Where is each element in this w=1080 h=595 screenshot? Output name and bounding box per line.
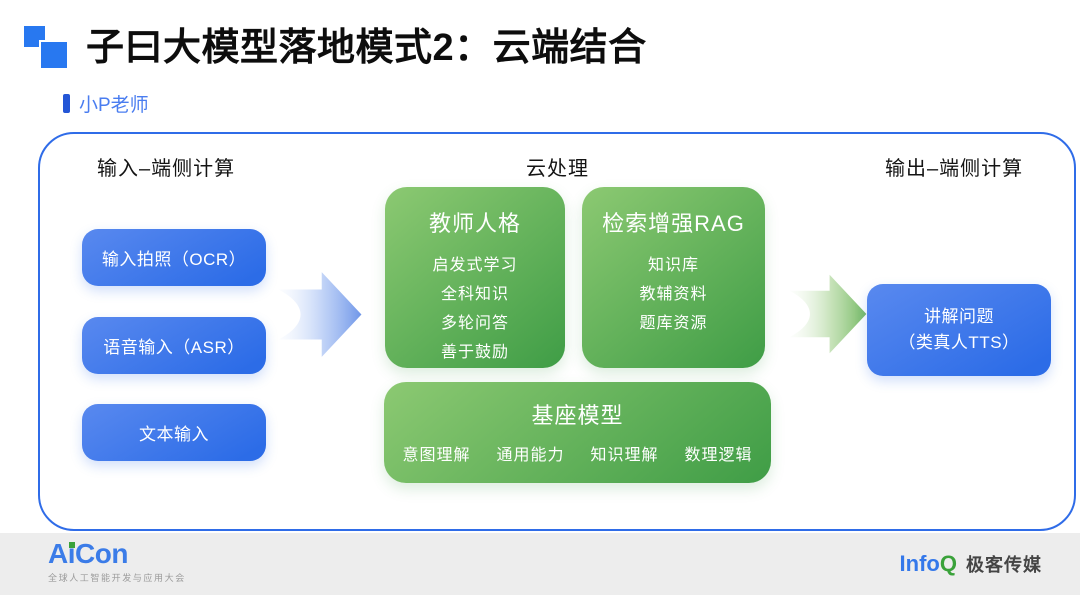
list-item: 善于鼓励: [440, 344, 509, 361]
output-node-tts: 讲解问题 （类真人TTS）: [867, 284, 1051, 376]
teacher-persona-title: 教师人格: [428, 211, 521, 236]
bullet-square-big: [41, 42, 67, 68]
infoq-wordmark-q: Q: [939, 551, 957, 576]
input-node-asr: 语音输入（ASR）: [82, 317, 266, 374]
subtitle-bar-icon: [63, 94, 70, 113]
output-section-header: 输出–端侧计算: [885, 158, 1024, 180]
footer-bar: AiCon 全球人工智能开发与应用大会 Info Q 极客传媒: [0, 533, 1080, 595]
rag-box: 检索增强RAG 知识库 教辅资料 题库资源: [582, 187, 765, 368]
input-node-ocr: 输入拍照（OCR）: [82, 229, 266, 286]
input-section-header: 输入–端侧计算: [97, 158, 236, 180]
base-model-capabilities: 意图理解 通用能力 知识理解 数理逻辑: [384, 441, 771, 465]
teacher-persona-list: 启发式学习 全科知识 多轮问答 善于鼓励: [385, 251, 565, 367]
cloud-to-output-arrow-icon: [789, 274, 867, 354]
output-node-line1: 讲解问题: [924, 307, 994, 326]
base-model-title: 基座模型: [531, 403, 624, 428]
rag-title: 检索增强RAG: [602, 211, 745, 236]
infoq-brand-label: 极客传媒: [966, 555, 1042, 575]
list-item: 题库资源: [639, 315, 708, 332]
aicon-tagline: 全球人工智能开发与应用大会: [48, 573, 186, 583]
list-item: 教辅资料: [639, 286, 708, 303]
list-item: 通用能力: [496, 447, 565, 464]
flow-diagram-container: 输入–端侧计算 云处理 输出–端侧计算 输入拍照（OCR） 语音输入（ASR） …: [38, 132, 1076, 531]
list-item: 多轮问答: [440, 315, 509, 332]
teacher-persona-box: 教师人格 启发式学习 全科知识 多轮问答 善于鼓励: [385, 187, 565, 368]
infoq-wordmark-info: Info: [899, 551, 940, 576]
list-item: 数理逻辑: [684, 447, 753, 464]
page-title: 子曰大模型落地模式2：云端结合: [86, 27, 647, 69]
list-item: 意图理解: [402, 447, 471, 464]
subtitle: 小P老师: [63, 90, 149, 117]
aicon-green-dot-icon: [69, 542, 75, 548]
infoq-logo: Info Q 极客传媒: [900, 533, 1042, 595]
aicon-logo: AiCon 全球人工智能开发与应用大会: [48, 540, 186, 584]
input-node-text: 文本输入: [82, 404, 266, 461]
base-model-box: 基座模型 意图理解 通用能力 知识理解 数理逻辑: [384, 382, 771, 483]
list-item: 知识理解: [590, 447, 659, 464]
output-node-line2: （类真人TTS）: [898, 333, 1020, 352]
aicon-wordmark: AiCon: [48, 538, 128, 569]
subtitle-label: 小P老师: [79, 95, 149, 116]
list-item: 全科知识: [440, 286, 509, 303]
rag-list: 知识库 教辅资料 题库资源: [582, 251, 765, 338]
bullet-square-small: [24, 26, 45, 47]
list-item: 启发式学习: [432, 257, 518, 274]
cloud-section-header: 云处理: [526, 158, 589, 180]
input-to-cloud-arrow-icon: [278, 272, 362, 357]
title-bullet-icon: [24, 26, 70, 72]
list-item: 知识库: [647, 257, 699, 274]
